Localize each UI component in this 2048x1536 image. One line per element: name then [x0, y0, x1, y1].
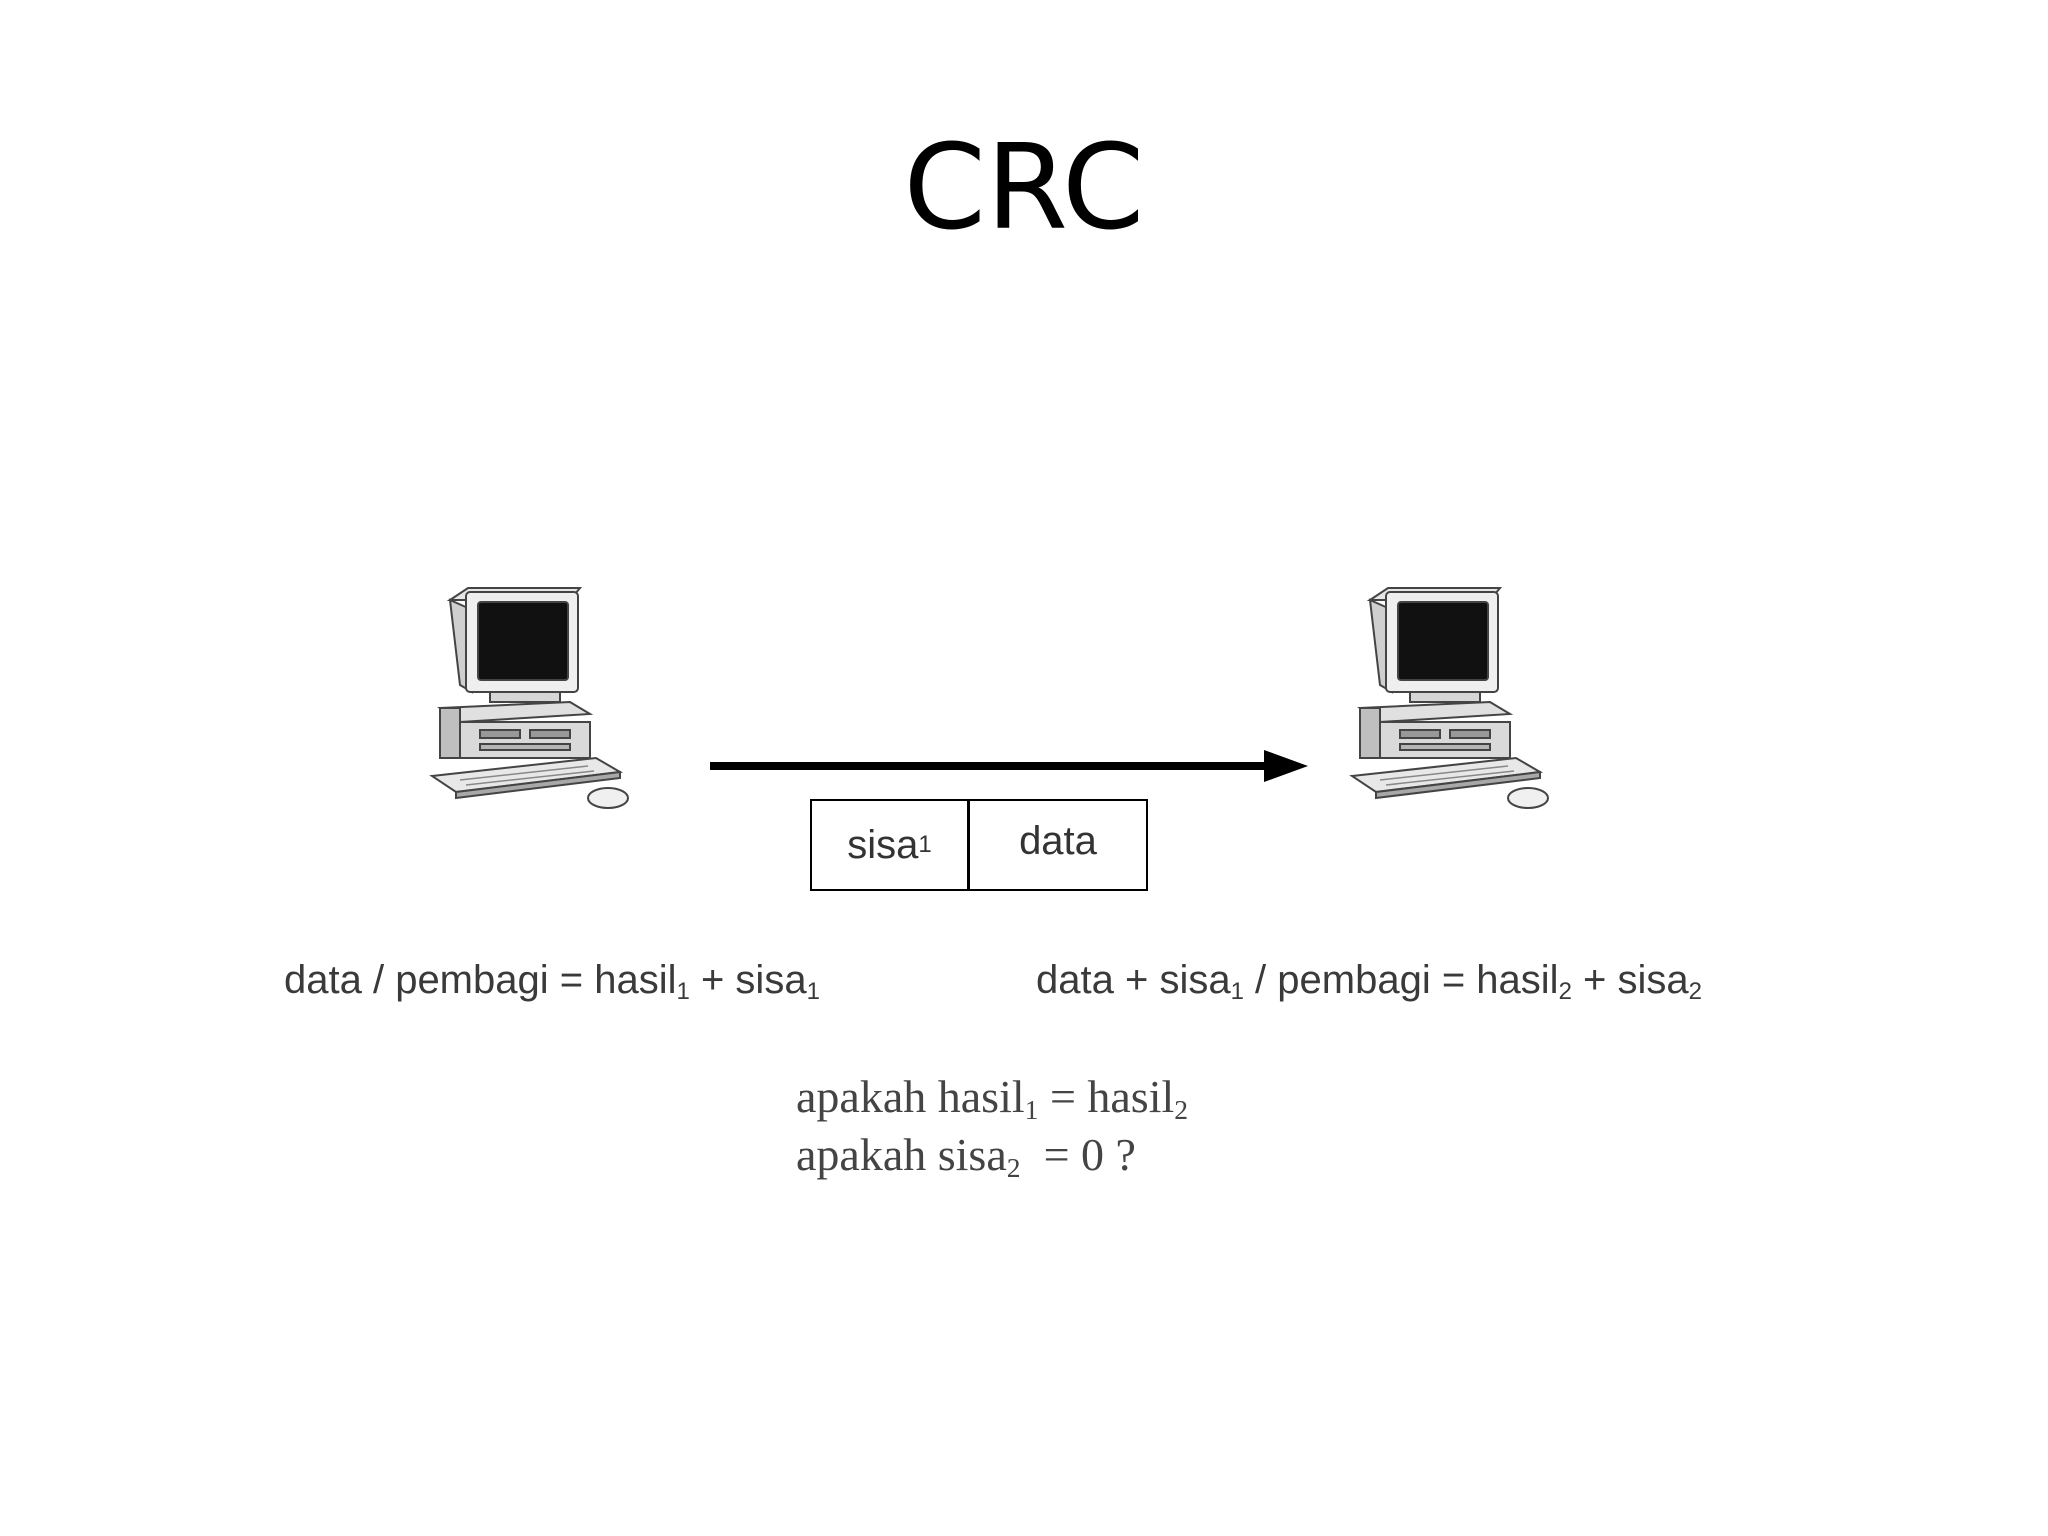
formula-text: data / pembagi = hasil — [284, 958, 677, 1002]
question-text: apakah hasil — [796, 1071, 1025, 1122]
question-text: = 0 ? — [1020, 1129, 1136, 1180]
question-subscript: 1 — [1024, 1093, 1039, 1125]
question-text: = hasil — [1038, 1071, 1175, 1122]
sender-formula: data / pembagi = hasil1 + sisa1 — [284, 958, 820, 1006]
question-subscript: 2 — [1006, 1151, 1021, 1183]
computer-graphic — [1349, 587, 1549, 809]
receiver-formula: data + sisa1 / pembagi = hasil2 + sisa2 — [1036, 958, 1702, 1006]
question-hasil: apakah hasil1 = hasil2 — [796, 1070, 1188, 1126]
question-text: apakah sisa — [796, 1129, 1007, 1180]
slide-title: CRC — [903, 118, 1145, 256]
transmission-arrow-icon — [710, 750, 1308, 782]
formula-text: data + sisa — [1036, 958, 1231, 1002]
formula-subscript: 1 — [1230, 978, 1244, 1005]
question-sisa: apakah sisa2 = 0 ? — [796, 1128, 1136, 1184]
formula-subscript: 2 — [1688, 978, 1703, 1005]
packet-sisa-label: sisa — [847, 822, 919, 867]
packet-data-label: data — [1019, 818, 1097, 863]
packet-sisa-subscript: 1 — [918, 831, 932, 858]
formula-text: + sisa — [689, 958, 807, 1002]
packet-data-field: data — [970, 801, 1146, 889]
formula-subscript: 1 — [806, 978, 820, 1005]
receiver-computer-icon — [1349, 587, 1549, 809]
question-subscript: 2 — [1174, 1093, 1189, 1125]
formula-subscript: 2 — [1558, 978, 1572, 1005]
formula-text: + sisa — [1571, 958, 1689, 1002]
computer-graphic — [429, 587, 629, 809]
formula-subscript: 1 — [676, 978, 690, 1005]
sender-computer-icon — [429, 587, 629, 809]
formula-text: / pembagi = hasil — [1243, 958, 1559, 1002]
